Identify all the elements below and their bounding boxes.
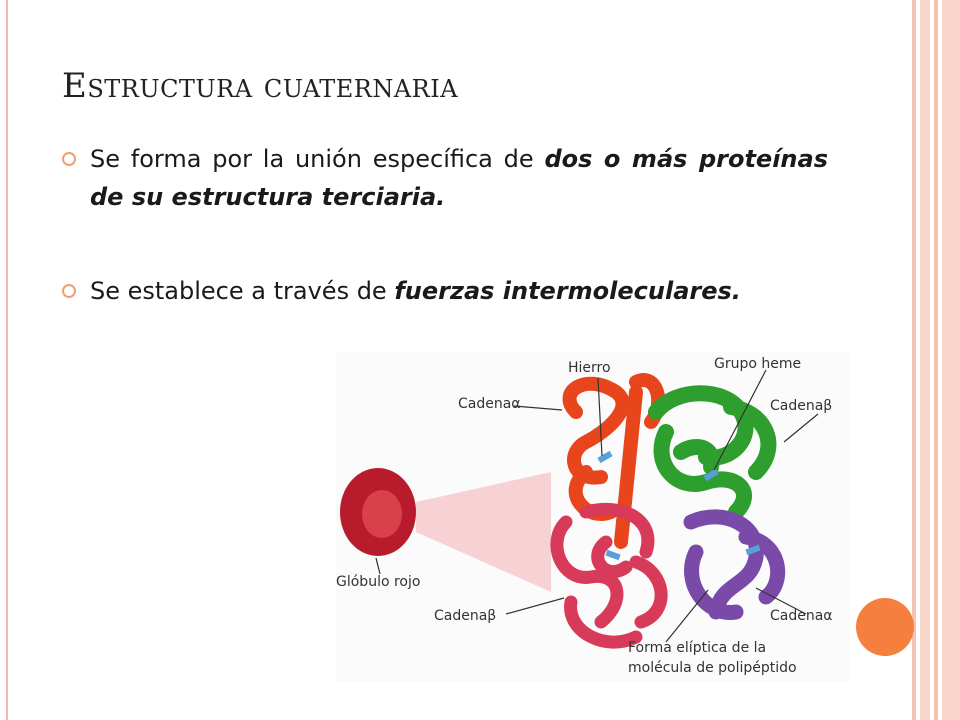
label-forma-line1: Forma elíptica de la	[628, 640, 767, 656]
slide-title: Estructura cuaternaria	[62, 66, 459, 106]
heme-groups	[597, 450, 761, 561]
bullet-circle-icon	[62, 284, 76, 298]
label-cadena-alpha-bottom: Cadenaα	[770, 608, 833, 624]
bullet-1-emphasis: dos o más proteínas de su estructura ter…	[90, 145, 828, 211]
magnification-rays	[416, 472, 551, 592]
alpha-chain-2	[683, 509, 786, 620]
label-cadena-alpha-top: Cadenaα	[458, 396, 521, 412]
label-cadena-beta-top: Cadenaβ	[770, 398, 833, 414]
decorative-orange-circle	[856, 598, 914, 656]
label-hierro: Hierro	[568, 360, 611, 376]
bullet-2-emphasis: fuerzas intermoleculares.	[394, 277, 741, 305]
label-cadena-beta-bottom: Cadenaβ	[434, 608, 497, 624]
hemoglobin-figure: Hierro Grupo heme Cadenaα Cadenaβ Glóbul…	[336, 352, 850, 682]
left-border-line	[6, 0, 8, 720]
beta-chain-1	[648, 385, 777, 520]
right-decorative-stripes	[912, 0, 960, 720]
beta-chain-2	[550, 502, 668, 649]
bullet-1: Se forma por la unión específica de dos …	[62, 140, 828, 216]
hemoglobin-illustration	[340, 369, 819, 649]
label-globulo-rojo: Glóbulo rojo	[336, 574, 421, 590]
label-forma-line2: molécula de polipéptido	[628, 660, 797, 676]
pointer-lines	[375, 369, 819, 643]
bullet-circle-icon	[62, 152, 76, 166]
bullet-2-plain: Se establece a través de	[90, 277, 395, 305]
label-grupo-heme: Grupo heme	[714, 356, 802, 372]
bullet-2-text: Se establece a través de fuerzas intermo…	[90, 272, 828, 310]
bullet-1-plain: Se forma por la unión específica de	[90, 145, 545, 173]
bullet-2: Se establece a través de fuerzas intermo…	[62, 272, 828, 310]
red-blood-cell-center	[362, 490, 402, 538]
bullet-1-text: Se forma por la unión específica de dos …	[90, 140, 828, 216]
